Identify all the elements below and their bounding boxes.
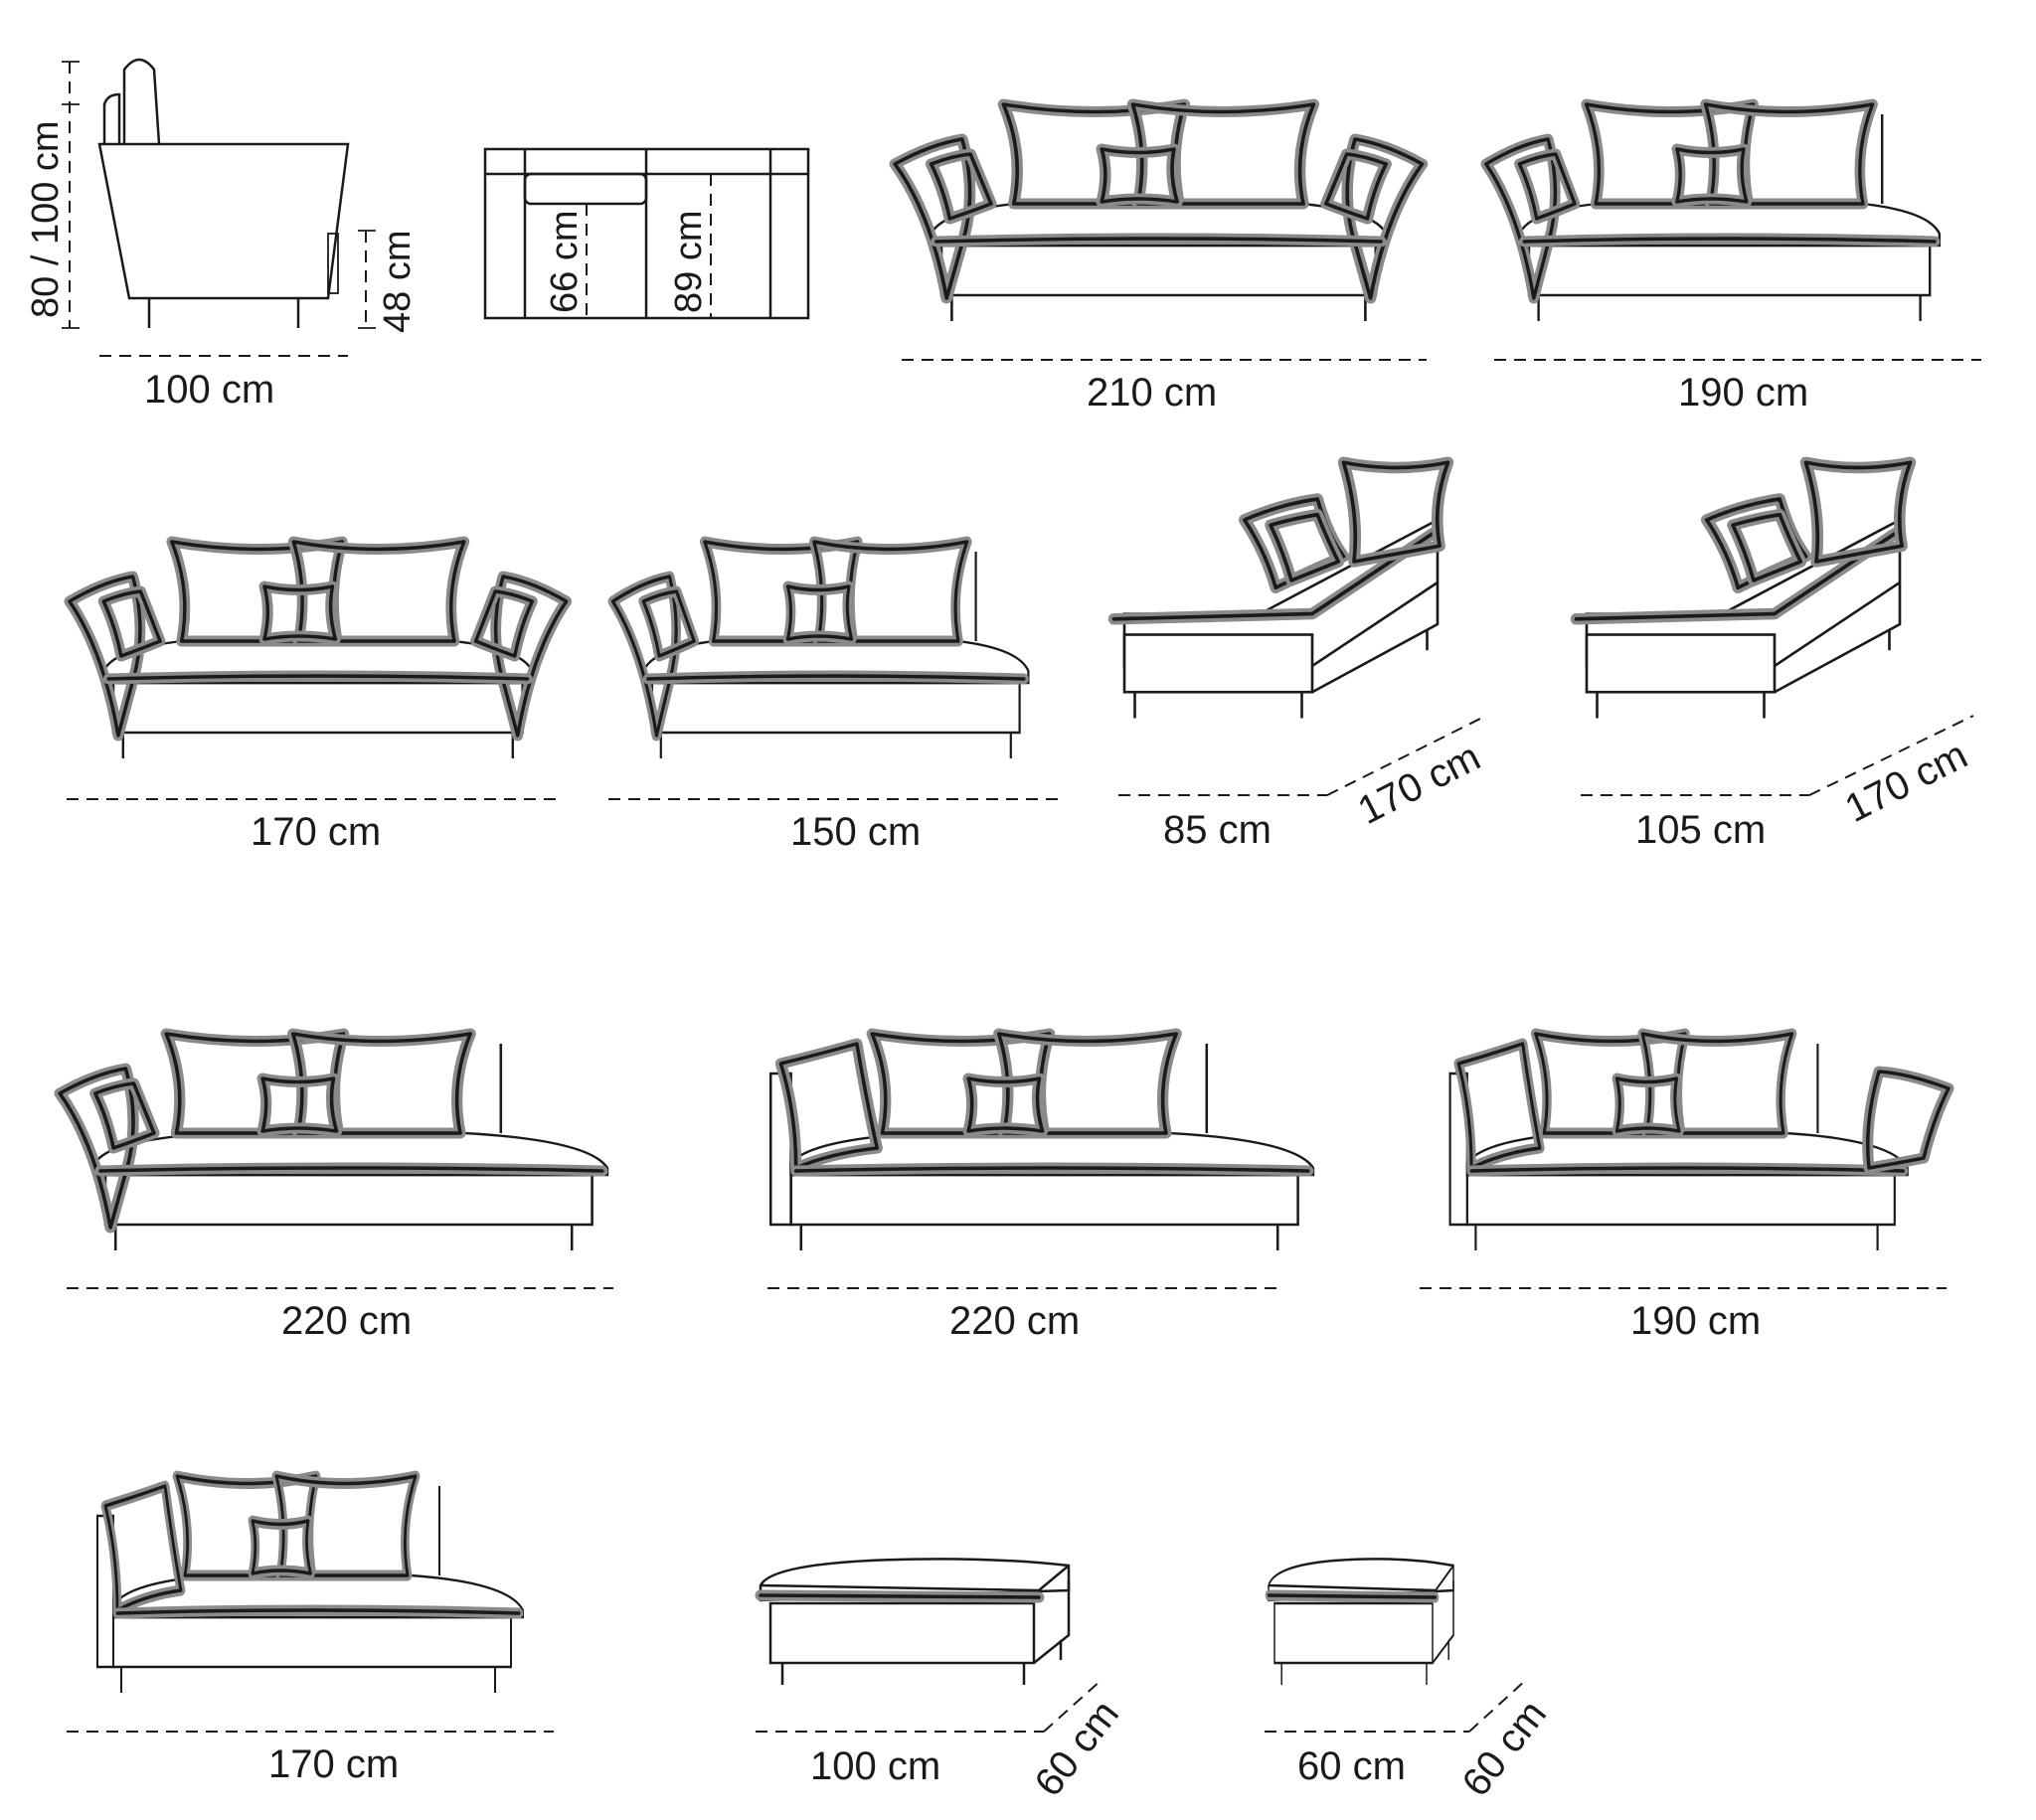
variant-sofa-190-width-label: 190 cm: [1678, 371, 1808, 414]
variant-daybed-220-a-width-label: 220 cm: [281, 1299, 412, 1343]
variant-chaise-105: 105 cm 170 cm: [1577, 462, 1974, 852]
variant-sofa-170: 170 cm: [67, 542, 567, 854]
variant-daybed-190: 190 cm: [1420, 1034, 1954, 1343]
side-depth-label: 100 cm: [144, 368, 274, 412]
top-view: 66 cm 89 cm: [483, 147, 810, 320]
variant-sofa-170-width-label: 170 cm: [251, 810, 381, 854]
variant-daybed-170: 170 cm: [67, 1476, 554, 1786]
variant-daybed-190-width-label: 190 cm: [1630, 1299, 1761, 1343]
variant-chaise-85-width-label: 85 cm: [1163, 808, 1272, 852]
variant-ottoman-60: 60 cm 60 cm: [1265, 1559, 1555, 1805]
variant-sofa-190: 190 cm: [1486, 104, 1981, 414]
variant-ottoman-60-width-label: 60 cm: [1297, 1744, 1406, 1788]
side-view: 80 / 100 cm 48 cm 100 cm: [25, 58, 419, 412]
variant-daybed-220-a: 220 cm: [60, 1034, 613, 1343]
variant-chaise-85: 85 cm 170 cm: [1114, 462, 1487, 852]
variant-ottoman-100-width-label: 100 cm: [810, 1744, 940, 1788]
side-seat-height-label: 48 cm: [377, 231, 419, 333]
variant-ottoman-100: 100 cm 60 cm: [756, 1559, 1127, 1805]
variant-sofa-150: 150 cm: [608, 542, 1059, 854]
side-height-label: 80 / 100 cm: [25, 120, 67, 318]
top-seat-depth-89-label: 89 cm: [668, 211, 710, 313]
variant-ottoman-60-depth-label: 60 cm: [1453, 1693, 1555, 1805]
variant-sofa-150-width-label: 150 cm: [790, 810, 921, 854]
variant-chaise-105-width-label: 105 cm: [1635, 808, 1766, 852]
variant-daybed-170-width-label: 170 cm: [268, 1742, 399, 1786]
top-seat-depth-66-label: 66 cm: [544, 211, 586, 313]
variant-sofa-210: 210 cm: [895, 104, 1427, 414]
variant-daybed-220-b: 220 cm: [767, 1034, 1313, 1343]
variant-daybed-220-b-width-label: 220 cm: [949, 1299, 1080, 1343]
variant-ottoman-100-depth-label: 60 cm: [1026, 1693, 1127, 1805]
variant-sofa-210-width-label: 210 cm: [1087, 371, 1217, 414]
